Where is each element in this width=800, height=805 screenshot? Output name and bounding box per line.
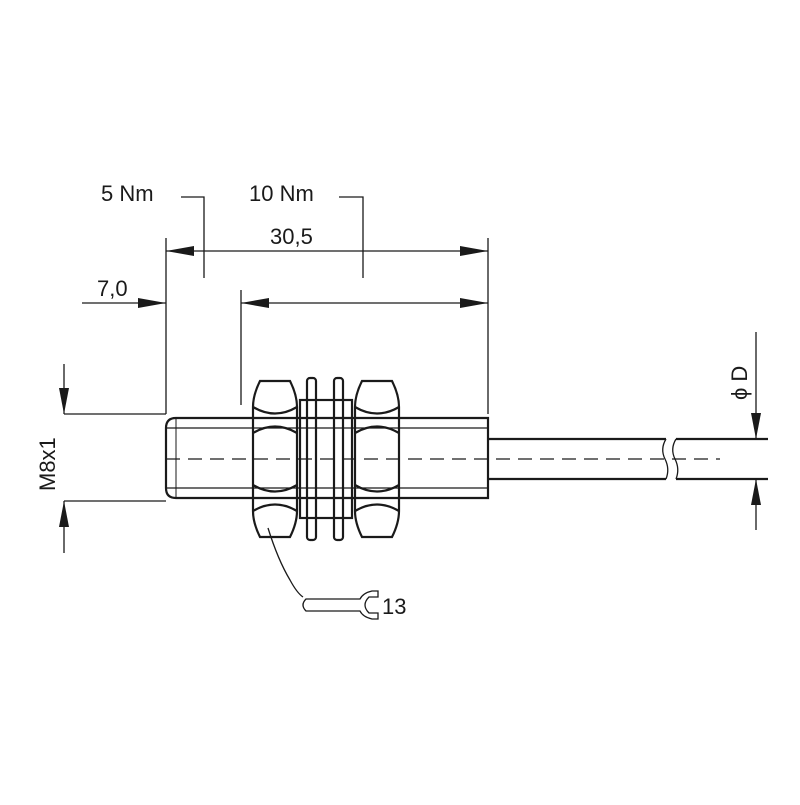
rear-hex-nut bbox=[353, 379, 401, 539]
washers bbox=[298, 376, 354, 542]
torque-front-dimension: 5 Nm bbox=[101, 181, 205, 278]
extension-lines bbox=[165, 238, 489, 414]
torque-rear-label: 10 Nm bbox=[249, 181, 314, 206]
front-length-dimension: 7,0 bbox=[82, 276, 488, 308]
cable-diameter-dimension: ϕ D bbox=[727, 332, 761, 530]
torque-front-label: 5 Nm bbox=[101, 181, 154, 206]
cable bbox=[488, 437, 768, 481]
front-hex-nut bbox=[251, 379, 299, 539]
front-length-label: 7,0 bbox=[97, 276, 128, 301]
wrench-callout: 13 bbox=[267, 527, 406, 620]
total-length-dimension: 30,5 bbox=[166, 224, 488, 256]
thread-label: M8x1 bbox=[35, 437, 60, 491]
threaded-barrel bbox=[164, 416, 490, 500]
wrench-icon bbox=[302, 590, 379, 620]
total-length-label: 30,5 bbox=[270, 224, 313, 249]
wrench-size-label: 13 bbox=[382, 594, 406, 619]
cable-diameter-label: ϕ D bbox=[727, 366, 752, 400]
thread-dimension: M8x1 bbox=[35, 364, 166, 553]
